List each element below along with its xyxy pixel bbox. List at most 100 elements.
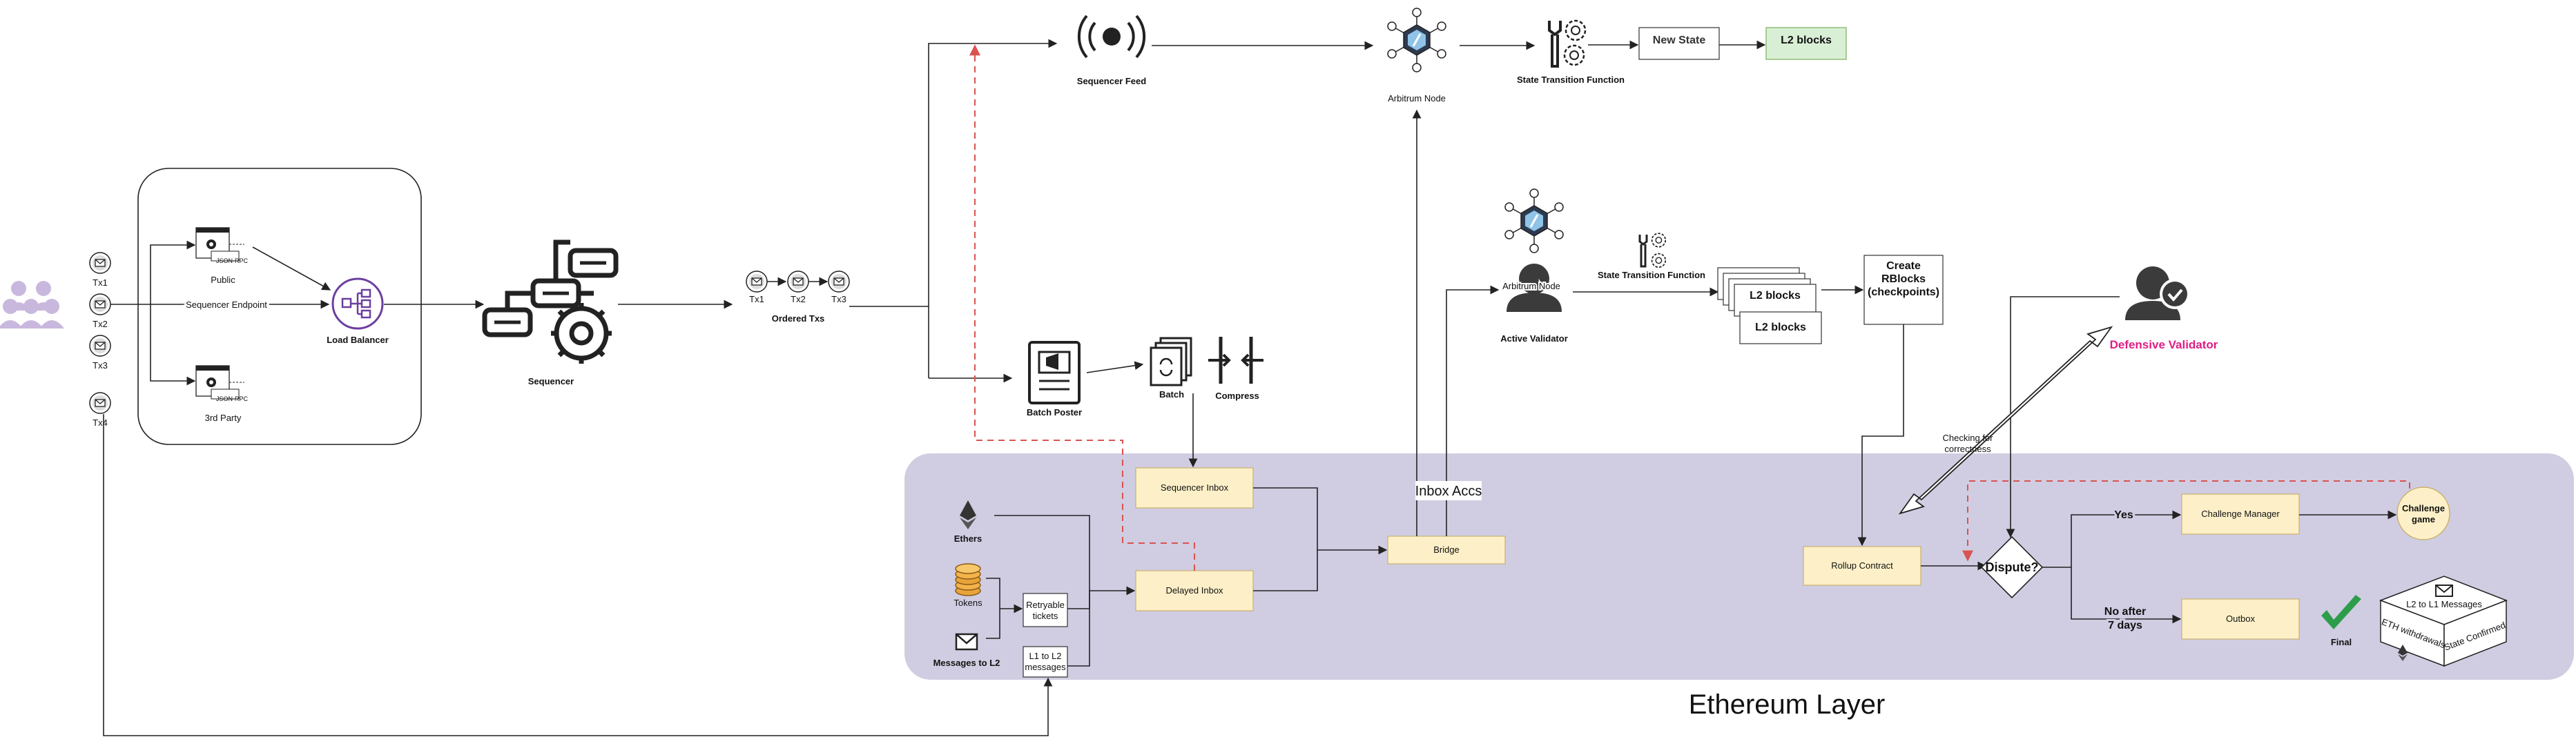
arbitrum-node-top-label: Arbitrum Node: [1388, 93, 1446, 104]
tx3-label: Tx3: [93, 360, 108, 371]
rblocks-line2: RBlocks: [1881, 273, 1926, 285]
dispute-label: Dispute?: [1985, 560, 2038, 574]
ordered-tx1-label: Tx1: [749, 294, 764, 304]
outbox-box: [2181, 598, 2300, 640]
l2-blocks-stack: [1717, 267, 1822, 344]
new-state-label: New State: [1653, 35, 1706, 46]
ordered-tx2-label: Tx2: [791, 294, 806, 304]
bridge-label: Bridge: [1433, 544, 1460, 555]
ordered-txs-label: Ordered Txs: [772, 313, 825, 324]
users-group-icon: [0, 281, 64, 328]
challenge-game-line1: Challenge: [2402, 503, 2445, 513]
bridge-box: [1387, 536, 1506, 565]
challenge-manager-box: [2181, 493, 2300, 535]
ethereum-layer-panel: [904, 453, 2574, 680]
defensive-validator-icon: [2125, 266, 2190, 320]
final-label: Final: [2331, 637, 2352, 647]
messages-to-l2-label: Messages to L2: [933, 658, 1000, 668]
public-jsonrpc-badge: JSON-RPC: [216, 257, 249, 264]
new-state-box: [1638, 27, 1720, 60]
batch-label: Batch: [1159, 389, 1184, 400]
stf-top-label: State Transition Function: [1517, 75, 1625, 85]
challenge-game-circle: [2396, 487, 2450, 540]
compress-label: Compress: [1215, 391, 1259, 401]
no-after-line2: 7 days: [2108, 620, 2142, 631]
active-validator-label: Active Validator: [1500, 333, 1568, 344]
l2-blocks-a-label: L2 blocks: [1750, 290, 1801, 302]
checking-line2: correctness: [1944, 444, 1991, 454]
ordered-tx3-icon: [828, 271, 850, 293]
sequencer-icon: [482, 239, 619, 364]
retryable-tickets-box: [1023, 593, 1068, 627]
load-balancer-icon: [331, 277, 384, 330]
rollup-contract-box: [1803, 546, 1921, 586]
public-label: Public: [211, 275, 235, 285]
inbox-accs-label: Inbox Accs: [1415, 484, 1482, 499]
ether-icon: [960, 500, 976, 529]
l2-to-l1-cube: [2379, 576, 2508, 667]
arbitrum-node-top-icon: [1386, 7, 1447, 73]
l2-blocks-b-label: L2 blocks: [1755, 322, 1806, 333]
tx3-envelope-icon: [89, 335, 111, 357]
yes-label: Yes: [2114, 509, 2133, 521]
ordered-tx3-label: Tx3: [831, 294, 846, 304]
ordered-tx1-icon: [746, 271, 768, 293]
no-after-line1: No after: [2104, 606, 2146, 618]
sequencer-feed-label: Sequencer Feed: [1077, 76, 1146, 86]
l1-to-l2-line2: messages: [1025, 662, 1066, 672]
ethers-label: Ethers: [954, 533, 982, 544]
ordered-tx2-icon: [787, 271, 809, 293]
rollup-contract-label: Rollup Contract: [1831, 560, 1893, 571]
inbox-accs-bg: [1415, 481, 1482, 500]
sequencer-label: Sequencer: [528, 376, 574, 386]
final-check-icon: [2321, 595, 2361, 629]
sequencer-endpoint-label: Sequencer Endpoint: [186, 300, 267, 310]
tx4-envelope-icon: [89, 392, 111, 414]
checking-line1: Checking for: [1943, 433, 1994, 443]
third-party-jsonrpc-badge: JSON-RPC: [216, 395, 249, 402]
rblocks-line3: (checkpoints): [1868, 286, 1939, 298]
checking-double-arrow: [1898, 326, 2113, 515]
defensive-validator-label: Defensive Validator: [2110, 338, 2218, 351]
l1-to-l2-line1: L1 to L2: [1029, 651, 1062, 661]
load-balancer-label: Load Balancer: [327, 335, 389, 345]
batch-poster-icon: [1028, 341, 1081, 404]
sequencer-inbox-box: [1135, 467, 1254, 509]
tx1-label: Tx1: [93, 277, 108, 288]
tx1-envelope-icon: [89, 252, 111, 274]
cube-top-label: L2 to L1 Messages: [2406, 599, 2482, 609]
active-validator-node-icon: [1504, 188, 1565, 254]
tokens-coin-icon: [955, 563, 981, 596]
third-party-label: 3rd Party: [205, 413, 242, 423]
active-validator-node-label: Arbitrum Node: [1502, 281, 1560, 291]
dispute-diamond: [1980, 536, 2044, 599]
tx2-envelope-icon: [89, 293, 111, 315]
sequencer-feed-icon: [1077, 14, 1146, 59]
delayed-inbox-box: [1135, 570, 1254, 611]
rblocks-line1: Create: [1886, 260, 1921, 272]
challenge-manager-label: Challenge Manager: [2201, 509, 2280, 519]
stf-mid-label: State Transition Function: [1598, 270, 1705, 280]
sequencer-inbox-label: Sequencer Inbox: [1161, 482, 1229, 493]
challenge-game-line2: game: [2412, 514, 2435, 524]
l1-to-l2-messages-box: [1023, 646, 1068, 678]
l2-blocks-top-box: [1765, 27, 1847, 60]
l2-blocks-top-label: L2 blocks: [1781, 35, 1832, 46]
tx2-label: Tx2: [93, 319, 108, 329]
create-rblocks-box: [1863, 255, 1944, 325]
tx4-label: Tx4: [93, 418, 108, 428]
outbox-label: Outbox: [2226, 614, 2255, 624]
active-validator-person-icon: [1507, 264, 1562, 312]
ethereum-layer-label: Ethereum Layer: [1689, 689, 1886, 720]
state-transition-mid-icon: [1638, 233, 1667, 268]
messages-envelope-icon: [955, 633, 978, 651]
state-transition-wrench-icon: [1548, 19, 1587, 68]
tokens-label: Tokens: [953, 598, 982, 608]
delayed-inbox-label: Delayed Inbox: [1165, 585, 1223, 596]
retryable-line1: Retryable: [1026, 600, 1065, 610]
batch-stack-icon: [1150, 337, 1192, 386]
batch-poster-label: Batch Poster: [1027, 407, 1082, 418]
compress-icon: [1208, 337, 1263, 384]
retryable-line2: tickets: [1033, 611, 1058, 621]
